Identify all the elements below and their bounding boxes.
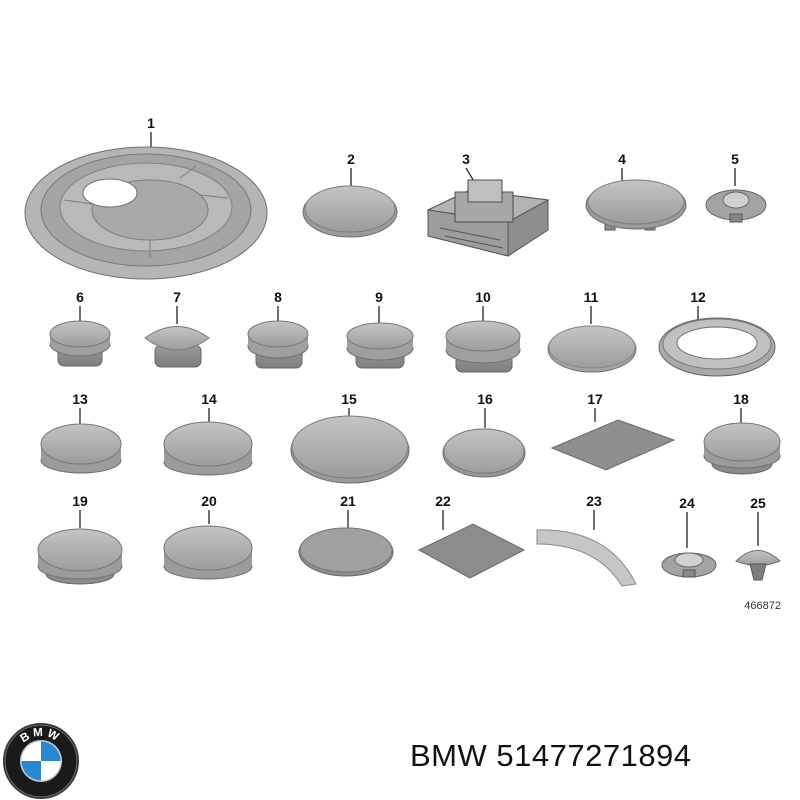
part-15-large-disc — [290, 408, 410, 484]
callout-1: 1 — [147, 115, 155, 131]
callout-23: 23 — [586, 493, 602, 509]
callout-7: 7 — [173, 289, 181, 305]
part-18-plug — [703, 408, 781, 475]
callout-22: 22 — [435, 493, 451, 509]
part-12-oval-grommet — [658, 306, 776, 377]
callout-5: 5 — [731, 151, 739, 167]
part-caption: BMW 51477271894 — [410, 738, 692, 774]
part-9-plug — [346, 306, 414, 369]
part-1-round-cover — [24, 132, 268, 280]
part-21-disc — [298, 510, 394, 577]
callout-8: 8 — [274, 289, 282, 305]
part-number: 51477271894 — [496, 738, 692, 773]
part-24-grommet — [661, 512, 717, 578]
part-3-jack-pad — [426, 167, 550, 257]
callout-10: 10 — [475, 289, 491, 305]
part-22-patch — [417, 510, 526, 579]
callout-20: 20 — [201, 493, 217, 509]
callout-14: 14 — [201, 391, 217, 407]
callout-13: 13 — [72, 391, 88, 407]
part-19-plug — [37, 510, 123, 585]
callout-16: 16 — [477, 391, 493, 407]
callout-11: 11 — [584, 289, 599, 305]
callout-6: 6 — [76, 289, 84, 305]
callout-4: 4 — [618, 151, 626, 167]
svg-text:BMW: BMW — [18, 726, 64, 745]
callout-18: 18 — [733, 391, 749, 407]
callout-15: 15 — [341, 391, 357, 407]
part-10-plug — [445, 306, 521, 373]
callout-12: 12 — [690, 289, 706, 305]
part-16-disc — [442, 408, 526, 478]
part-13-plug — [40, 408, 122, 474]
part-14-plug — [163, 408, 253, 476]
callout-19: 19 — [72, 493, 88, 509]
callout-17: 17 — [587, 391, 603, 407]
part-7-plug — [144, 306, 210, 368]
part-11-flat-disc — [547, 306, 637, 373]
diagram-reference-number: 466872 — [744, 600, 781, 612]
part-2-flat-plug — [302, 168, 398, 238]
callout-25: 25 — [750, 495, 766, 511]
part-8-plug — [247, 306, 309, 369]
part-5-mushroom-plug — [705, 168, 767, 223]
callout-21: 21 — [340, 493, 356, 509]
callout-24: 24 — [679, 495, 695, 511]
part-20-plug — [163, 510, 253, 580]
callout-9: 9 — [375, 289, 383, 305]
callout-2: 2 — [347, 151, 355, 167]
bmw-roundel-icon: BMW — [2, 722, 80, 800]
part-25-push-pin — [735, 512, 781, 581]
part-6-plug — [49, 306, 111, 367]
part-4-oval-plug — [585, 168, 687, 231]
part-17-patch — [550, 408, 676, 471]
brand-name: BMW — [410, 738, 488, 773]
callout-3: 3 — [462, 151, 470, 167]
part-23-curved-strip — [536, 510, 637, 587]
